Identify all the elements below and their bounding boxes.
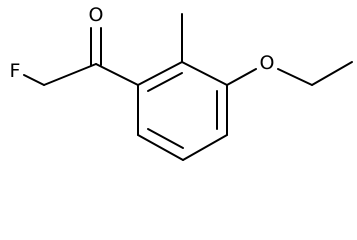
bond-ch2-co [43, 63, 97, 86]
atom-label-fluorine: F [10, 60, 21, 82]
bond-ring-2 [181, 61, 228, 86]
bond-ring-inner-1 [147, 72, 183, 92]
atom-label-carbonyl-oxygen: O [89, 4, 104, 26]
bond-ring-1 [137, 61, 183, 86]
bond-ring-inner-3 [147, 128, 184, 149]
atom-label-ether-oxygen: O [260, 52, 275, 74]
bond-ring-4 [182, 134, 228, 161]
bond-f-ch2 [23, 74, 45, 86]
bond-ch2-ch3 [311, 61, 353, 86]
bond-co-ring [95, 63, 139, 86]
bond-ring-5 [137, 134, 184, 161]
bond-ring-o [226, 68, 257, 86]
bond-o-ch2 [277, 68, 313, 86]
molecule-structure: O F O [10, 4, 353, 161]
